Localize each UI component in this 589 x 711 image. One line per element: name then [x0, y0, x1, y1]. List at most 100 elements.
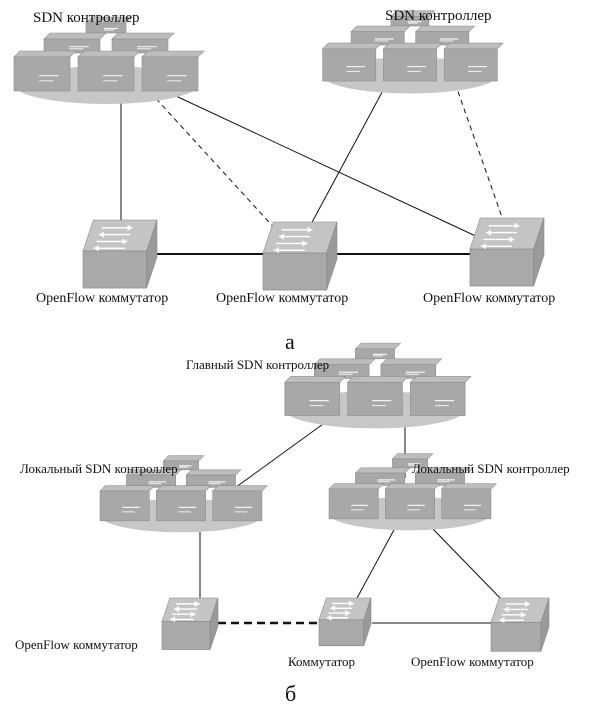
switch-arrow-head	[330, 605, 336, 612]
switch-side	[363, 597, 372, 646]
switch-arrow-head	[485, 229, 491, 236]
controller-b-local-left-server-cluster-icon	[99, 455, 268, 533]
server-unit	[347, 382, 403, 416]
server-unit	[141, 56, 199, 92]
switch-a-left-network-switch-icon	[82, 219, 158, 289]
server-top	[350, 25, 411, 33]
switch-arrow-head	[98, 231, 104, 238]
server-unit	[77, 56, 135, 92]
server-unit	[13, 56, 71, 92]
controller-left-label: SDN контроллер	[33, 10, 140, 26]
link-a-ctrl-right-switch-middle	[309, 82, 388, 227]
switch-side	[533, 217, 545, 287]
switch-side	[146, 219, 158, 289]
link-a-ctrl-right-switch-right-dashed	[454, 82, 504, 221]
server-unit	[383, 48, 437, 82]
switch-top	[262, 221, 338, 254]
switch-right-label: OpenFlow коммутатор	[423, 291, 556, 306]
switch-front	[469, 248, 534, 287]
server-top	[328, 483, 385, 490]
server-unit	[441, 488, 492, 520]
server-top	[414, 25, 476, 33]
switch-top	[82, 219, 158, 252]
nodes-layer	[13, 10, 550, 652]
links-layer	[120, 82, 504, 625]
local-controller-left-label: Локальный SDN контроллер	[20, 461, 178, 476]
switch-arrow-head	[307, 226, 313, 233]
server-unit	[212, 490, 263, 522]
switch-arrow-head	[503, 606, 509, 613]
switch-front	[82, 250, 147, 289]
server-unit	[415, 31, 470, 46]
server-unit	[322, 48, 377, 82]
link-b-local-right-switch-right	[431, 527, 503, 601]
controller-a-left-server-cluster-icon	[13, 16, 205, 104]
server-unit	[385, 488, 435, 520]
server-top	[111, 32, 175, 40]
switch-b-right-network-switch-icon	[490, 597, 550, 652]
server-top	[382, 42, 444, 50]
server-top	[391, 453, 434, 460]
server-top	[77, 50, 141, 58]
server-top	[354, 342, 402, 350]
switch-b-middle-label: Коммутатор	[288, 654, 356, 669]
server-unit	[156, 490, 206, 522]
switch-front	[490, 622, 542, 652]
local-controller-right-label: Локальный SDN контроллер	[412, 461, 570, 476]
controller-a-right-server-cluster-icon	[321, 10, 504, 94]
controller-b-local-right-server-cluster-icon	[328, 453, 497, 531]
switch-arrow-head	[278, 233, 284, 240]
server-top	[346, 376, 410, 383]
server-unit	[99, 490, 150, 522]
controller-b-main-server-cluster-icon	[284, 342, 472, 429]
server-top	[13, 50, 77, 58]
server-unit	[380, 364, 437, 379]
switch-arrow-head	[499, 617, 505, 624]
server-top	[409, 376, 472, 383]
switch-middle-label: OpenFlow коммутатор	[216, 291, 349, 306]
switch-a-right-network-switch-icon	[469, 217, 545, 287]
switch-arrow-head	[348, 600, 354, 607]
switch-arrow-head	[190, 611, 196, 618]
link-a-ctrl-left-switch-middle-dashed	[149, 91, 279, 233]
switch-arrow-head	[480, 243, 486, 250]
switch-b-right-label: OpenFlow коммутатор	[411, 654, 534, 669]
server-top	[155, 485, 212, 492]
switch-side	[326, 221, 338, 291]
switch-b-left-label: OpenFlow коммутатор	[15, 637, 138, 652]
server-top	[284, 376, 347, 383]
server-unit	[111, 38, 169, 54]
switch-arrow-head	[174, 606, 180, 613]
server-unit	[185, 474, 236, 488]
switch-front	[318, 619, 365, 647]
switch-arrow-head	[127, 224, 133, 231]
switch-arrow-head	[170, 616, 176, 623]
switch-arrow-head	[122, 238, 128, 245]
switch-arrow-head	[520, 611, 526, 618]
server-top	[440, 483, 497, 490]
switch-arrow-head	[194, 600, 200, 607]
switch-arrow-head	[345, 610, 351, 617]
link-a-ctrl-left-switch-right	[162, 89, 483, 240]
switch-front	[262, 252, 327, 291]
server-top	[141, 50, 205, 58]
switch-arrow-head	[524, 601, 530, 608]
switch-arrow-head	[273, 247, 279, 254]
switch-arrow-head	[514, 222, 520, 229]
switch-arrow-head	[326, 614, 332, 621]
caption-a: а	[285, 329, 295, 354]
server-unit	[414, 472, 465, 486]
switch-side	[209, 597, 219, 650]
server-top	[211, 485, 268, 492]
caption-b: б	[285, 681, 297, 706]
server-top	[380, 358, 443, 365]
switch-arrow-head	[509, 236, 515, 243]
server-top	[321, 42, 383, 50]
server-top	[354, 467, 411, 474]
switch-b-middle-network-switch-icon	[318, 597, 372, 647]
main-controller-label: Главный SDN контроллер	[186, 357, 330, 372]
server-unit	[284, 382, 341, 416]
server-unit	[443, 48, 498, 82]
server-unit	[328, 488, 379, 520]
